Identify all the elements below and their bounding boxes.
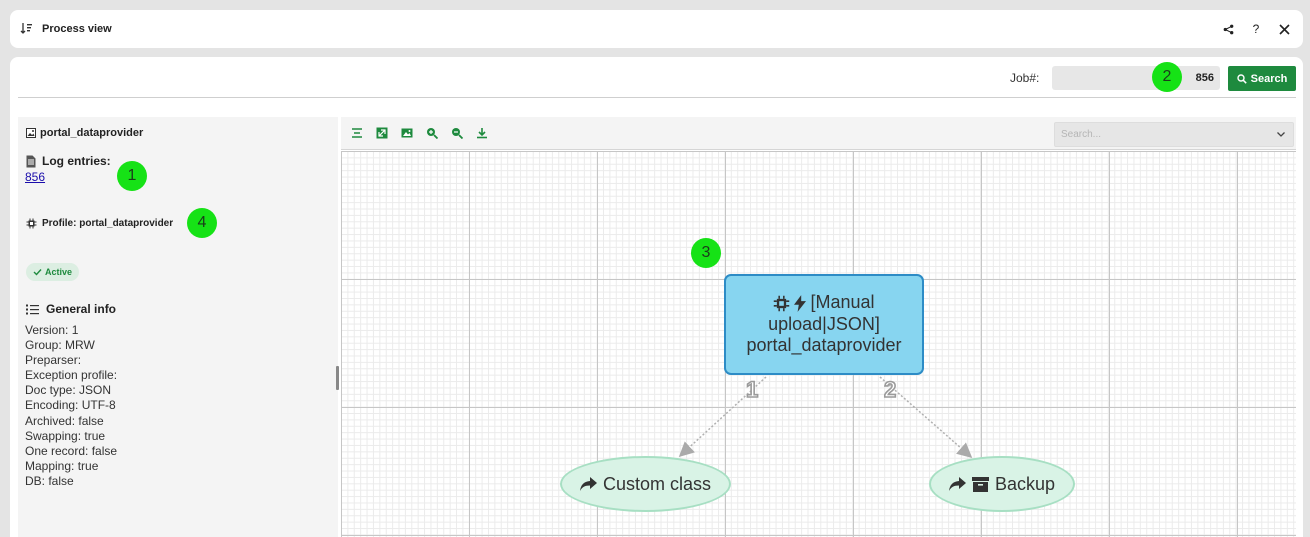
node-backup[interactable]: Backup xyxy=(929,456,1075,512)
annotation-marker-1: 1 xyxy=(117,161,147,191)
info-db: DB: false xyxy=(25,473,74,488)
share-icon[interactable] xyxy=(1221,22,1235,36)
bolt-icon xyxy=(794,294,807,312)
panel-splitter[interactable] xyxy=(336,366,339,390)
window-title: Process view xyxy=(42,23,112,35)
main-node-profile: portal_dataprovider xyxy=(746,335,902,356)
info-exception-profile: Exception profile: xyxy=(25,368,118,383)
annotation-marker-4: 4 xyxy=(187,208,217,238)
node-custom-class[interactable]: Custom class xyxy=(560,456,731,512)
diagram-grid xyxy=(341,151,1296,537)
job-label: Job#: xyxy=(1010,71,1040,85)
annotation-marker-2: 2 xyxy=(1152,62,1182,92)
info-swapping: Swapping: true xyxy=(25,428,106,443)
info-preparser: Preparser: xyxy=(25,353,82,368)
process-node-main[interactable]: [Manual upload|JSON] portal_dataprovider xyxy=(724,274,924,375)
status-badge-label: Active xyxy=(45,267,73,277)
search-button-label: Search xyxy=(1250,72,1288,85)
general-info-title: General info xyxy=(46,302,117,316)
share-arrow-icon xyxy=(579,476,597,491)
close-icon[interactable] xyxy=(1277,22,1291,36)
list-icon xyxy=(26,304,39,314)
download-icon[interactable] xyxy=(476,127,488,139)
job-search-bar: Job#: Search xyxy=(10,57,1303,98)
info-one-record: One record: false xyxy=(25,443,118,458)
node-search-placeholder: Search... xyxy=(1061,129,1102,140)
chip-icon xyxy=(774,295,790,311)
check-icon xyxy=(33,269,42,276)
info-mapping: Mapping: true xyxy=(25,458,99,473)
export-image-icon[interactable] xyxy=(401,127,413,139)
info-group: Group: MRW xyxy=(25,338,95,353)
node-backup-label: Backup xyxy=(994,473,1056,494)
profile-line: Profile: portal_dataprovider xyxy=(26,218,173,229)
annotation-marker-3: 3 xyxy=(691,238,721,268)
main-node-line1: [Manual xyxy=(773,292,875,314)
main-node-title: [Manual xyxy=(810,292,875,313)
profile-header: portal_dataprovider xyxy=(26,127,143,139)
document-icon xyxy=(26,155,36,167)
align-center-icon[interactable] xyxy=(351,127,363,139)
main-node-subtitle: upload|JSON] xyxy=(768,313,880,334)
info-archived: Archived: false xyxy=(25,413,104,428)
profile-line-label: Profile: portal_dataprovider xyxy=(42,218,174,229)
chip-icon xyxy=(26,218,37,229)
info-encoding: Encoding: UTF-8 xyxy=(25,398,116,413)
search-button[interactable]: Search xyxy=(1228,66,1296,91)
node-custom-class-label: Custom class xyxy=(602,473,712,494)
window-titlebar: Process view ? xyxy=(10,10,1303,48)
general-info-list: Version: 1 Group: MRW Preparser: Excepti… xyxy=(25,323,117,489)
sort-icon[interactable] xyxy=(19,21,35,37)
info-doc-type: Doc type: JSON xyxy=(25,383,112,398)
process-canvas-area: Search... xyxy=(341,117,1296,537)
log-entries-header: Log entries: xyxy=(26,154,111,168)
main-panel: Job#: Search portal_dataprovider Log ent… xyxy=(10,57,1303,537)
search-icon xyxy=(1236,73,1247,84)
job-input[interactable] xyxy=(1052,66,1220,90)
profile-name: portal_dataprovider xyxy=(40,127,144,139)
profile-sidebar: portal_dataprovider Log entries: 856 Pro… xyxy=(18,117,338,537)
image-icon xyxy=(26,128,36,138)
share-arrow-icon xyxy=(948,476,966,491)
archive-icon xyxy=(971,476,989,492)
fit-expand-icon[interactable] xyxy=(376,127,388,139)
canvas-toolbar: Search... xyxy=(341,117,1296,150)
log-entries-link[interactable]: 856 xyxy=(25,170,46,184)
zoom-in-icon[interactable] xyxy=(426,127,438,139)
log-entries-label: Log entries: xyxy=(42,154,111,168)
zoom-out-icon[interactable] xyxy=(451,127,463,139)
help-icon[interactable]: ? xyxy=(1252,22,1260,36)
info-version: Version: 1 xyxy=(25,323,79,337)
general-info-header: General info xyxy=(26,302,116,316)
divider xyxy=(18,97,1296,98)
chevron-down-icon xyxy=(1277,132,1285,137)
node-search-select[interactable]: Search... xyxy=(1054,122,1294,147)
status-badge: Active xyxy=(26,263,80,281)
